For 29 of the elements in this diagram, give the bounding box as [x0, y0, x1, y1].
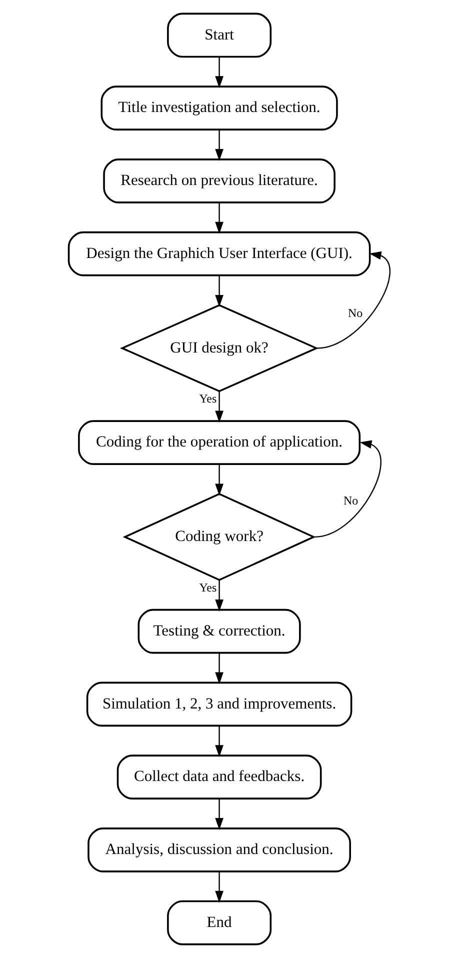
- edge-label: Yes: [199, 392, 217, 406]
- arrow: [215, 202, 224, 234]
- arrow: [314, 440, 382, 538]
- node-diamond: Coding work?: [122, 492, 316, 581]
- arrow: [215, 726, 224, 758]
- arrow: [317, 251, 390, 349]
- node-box: End: [167, 900, 272, 946]
- edge-label: No: [348, 306, 363, 320]
- arrow: [215, 275, 224, 307]
- arrow: [215, 798, 224, 830]
- arrow: [215, 130, 224, 161]
- node-box: Collect data and feedbacks.: [116, 754, 322, 800]
- node-box: Testing & correction.: [138, 608, 301, 654]
- arrow: [215, 464, 224, 496]
- edge-label: Yes: [199, 580, 217, 594]
- node-box: Analysis, discussion and conclusion.: [88, 828, 351, 872]
- node-box: Simulation 1, 2, 3 and improvements.: [86, 682, 352, 727]
- node-box: Title investigation and selection.: [100, 86, 338, 130]
- edge-label: No: [344, 494, 358, 508]
- node-diamond: GUI design ok?: [120, 304, 319, 392]
- node-box: Coding for the operation of application.: [78, 420, 361, 465]
- arrow: [215, 580, 224, 612]
- arrow: [215, 872, 224, 903]
- node-box: Start: [167, 12, 272, 58]
- arrow: [215, 652, 224, 684]
- arrow: [215, 392, 224, 423]
- node-box: Design the Graphich User Interface (GUI).: [68, 231, 371, 276]
- arrow: [215, 56, 224, 88]
- node-box: Research on previous literature.: [103, 158, 336, 204]
